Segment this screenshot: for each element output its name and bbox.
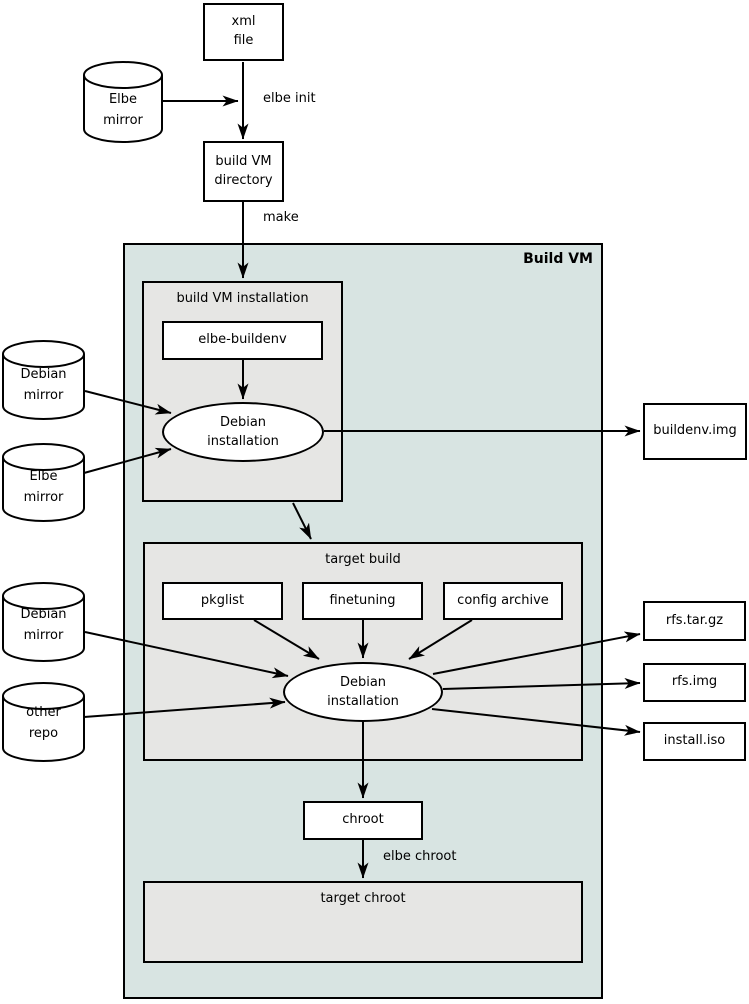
- group-target-build-label: target build: [325, 552, 401, 567]
- edge-label-make: make: [263, 210, 299, 225]
- edge-label-elbe-chroot: elbe chroot: [383, 849, 457, 864]
- node-finetuning: finetuning: [302, 582, 423, 620]
- node-config-archive: config archive: [443, 582, 563, 620]
- group-target-build: target build: [143, 542, 583, 761]
- node-buildenv-img: buildenv.img: [643, 403, 747, 460]
- node-debian-installation-vm: Debian installation: [162, 402, 324, 462]
- group-target-chroot: target chroot: [143, 881, 583, 963]
- build-vm-title: Build VM: [523, 251, 593, 267]
- node-build-vm-directory: build VM directory: [203, 141, 284, 202]
- node-other-repo-label: other repo: [26, 704, 61, 741]
- node-rfs-tar-gz: rfs.tar.gz: [643, 601, 746, 641]
- node-debian-mirror-target-label: Debian mirror: [20, 606, 67, 643]
- group-build-vm-installation-label: build VM installation: [176, 291, 309, 306]
- group-build-vm-installation: build VM installation: [142, 281, 343, 502]
- node-debian-installation-target: Debian installation: [283, 662, 443, 722]
- group-target-chroot-label: target chroot: [320, 891, 406, 906]
- node-elbe-buildenv: elbe-buildenv: [162, 321, 323, 360]
- edge-label-elbe-init: elbe init: [263, 91, 316, 106]
- node-xml-file: xml file: [203, 3, 284, 61]
- node-pkglist: pkglist: [162, 582, 283, 620]
- node-elbe-mirror-vm-label: Elbe mirror: [23, 468, 64, 505]
- node-debian-mirror-vm-label: Debian mirror: [20, 366, 67, 403]
- node-install-iso: install.iso: [643, 722, 746, 761]
- node-chroot: chroot: [303, 801, 423, 840]
- node-elbe-mirror-top-label: Elbe mirror: [103, 91, 143, 128]
- node-rfs-img: rfs.img: [643, 663, 746, 702]
